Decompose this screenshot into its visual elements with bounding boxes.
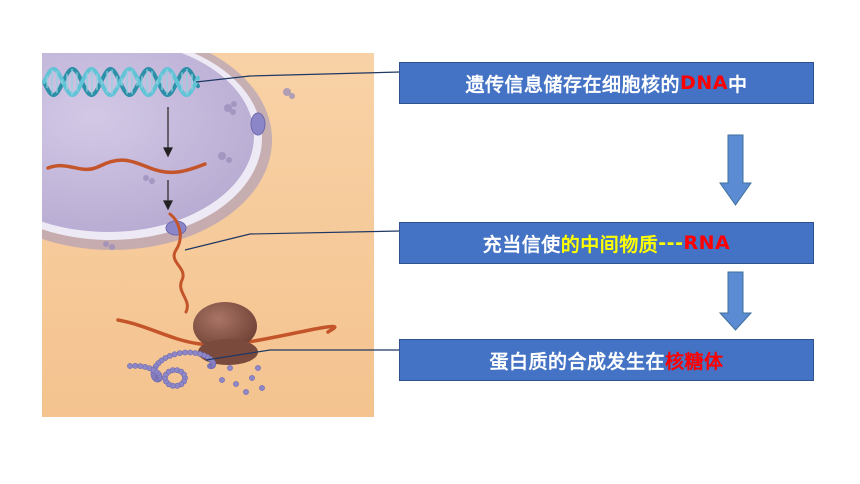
protein-info-box: 蛋白质的合成发生在核糖体 xyxy=(399,339,814,381)
amino-acid-chain-icon xyxy=(127,349,265,395)
rna-box-text: 充当信使 xyxy=(482,233,561,256)
down-arrow-icon xyxy=(719,134,752,206)
amino-acid-bead xyxy=(171,351,178,358)
amino-acid-bead xyxy=(176,350,183,356)
amino-acid-bead xyxy=(227,365,233,371)
down-arrow-icon xyxy=(718,271,753,331)
amino-acid-bead xyxy=(127,363,133,369)
rna-info-box: 充当信使的中间物质---RNA xyxy=(399,222,814,264)
amino-acid-bead xyxy=(137,363,144,369)
dna-helix-icon xyxy=(42,67,200,97)
ribosome-keyword: 核糖体 xyxy=(665,350,724,373)
protein-box-text: 蛋白质的合成发生在 xyxy=(489,350,665,373)
amino-acid-bead xyxy=(219,377,225,383)
rna-box-highlight: 的中间物质 xyxy=(560,233,659,256)
mrna-strand-icon xyxy=(46,158,207,175)
amino-acid-bead xyxy=(182,349,188,356)
amino-acid-bead xyxy=(233,381,239,387)
dna-box-text-end: 中 xyxy=(727,73,748,96)
amino-acid-bead xyxy=(181,371,187,378)
amino-acid-bead xyxy=(259,385,265,391)
dna-keyword: DNA xyxy=(680,72,728,94)
amino-acid-bead xyxy=(187,349,194,356)
amino-acid-bead xyxy=(132,362,139,369)
rna-keyword: RNA xyxy=(683,232,731,254)
amino-acid-bead xyxy=(142,363,148,370)
amino-acid-bead xyxy=(196,350,203,357)
amino-acid-bead xyxy=(249,375,255,381)
process-arrows xyxy=(163,107,173,211)
chromatin-speckles xyxy=(103,88,295,250)
mrna-exit-strand xyxy=(168,212,189,314)
nucleus xyxy=(42,53,254,232)
amino-acid-bead xyxy=(192,350,199,356)
flow-arrows xyxy=(718,134,753,331)
leader-lines xyxy=(184,71,401,361)
rna-box-dashes: --- xyxy=(658,232,684,254)
dna-box-text: 遗传信息储存在细胞核的 xyxy=(465,73,681,96)
amino-acid-bead xyxy=(255,365,261,371)
amino-acid-bead xyxy=(243,389,249,395)
